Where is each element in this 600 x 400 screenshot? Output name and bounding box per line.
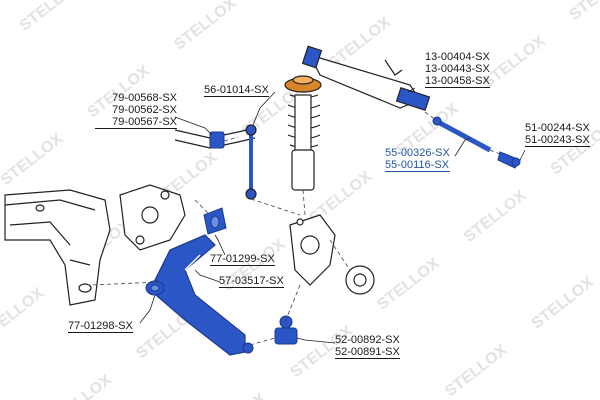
label-tie-rod-end[interactable]: 51-00244-SX 51-00243-SX [525,122,590,147]
label-tie-rod[interactable]: 55-00326-SX 55-00116-SX [385,147,450,172]
subframe [4,189,111,306]
engine-mount [119,184,186,251]
strut-assembly [284,75,322,191]
arm-bushing-front-part[interactable] [145,280,165,296]
assembly-lines [89,111,501,346]
steering-rack-part[interactable] [301,45,431,112]
part-number: 13-00404-SX [425,51,490,63]
part-number: 52-00892-SX [335,334,400,346]
label-steering-rack[interactable]: 13-00404-SX 13-00443-SX 13-00458-SX [425,51,490,88]
part-number: 51-00243-SX [525,134,590,147]
label-arm-bushing-rear[interactable]: 77-01299-SX [210,253,275,266]
part-number: 13-00458-SX [425,75,490,88]
arm-bushing-rear-part[interactable] [203,207,227,235]
control-arm-part[interactable] [149,234,246,356]
label-stabilizer-link[interactable]: 56-01014-SX [204,84,269,97]
ball-joint-part[interactable] [242,315,298,354]
tie-rod-end-part[interactable] [497,151,521,169]
label-arm-bushing-front[interactable]: 77-01298-SX [68,320,133,333]
knuckle-hub [289,214,375,295]
stabilizer-link-part[interactable] [245,124,257,200]
part-number: 52-00891-SX [335,346,400,359]
part-number: 79-00568-SX [112,92,177,104]
stabilizer-bushing-part[interactable] [209,131,225,149]
part-number: 79-00567-SX [95,116,177,129]
label-stabilizer-bushing[interactable]: 79-00568-SX 79-00562-SX 79-00567-SX [95,92,177,129]
tie-rod-part[interactable] [432,116,492,153]
label-ball-joint[interactable]: 52-00892-SX 52-00891-SX [335,334,400,359]
label-control-arm[interactable]: 57-03517-SX [219,275,284,288]
part-number: 51-00244-SX [525,122,590,134]
part-number: 55-00326-SX [385,147,450,159]
part-number: 55-00116-SX [385,159,450,172]
part-number: 13-00443-SX [425,63,490,75]
part-number: 79-00562-SX [112,104,177,116]
leader-lines [139,87,526,344]
